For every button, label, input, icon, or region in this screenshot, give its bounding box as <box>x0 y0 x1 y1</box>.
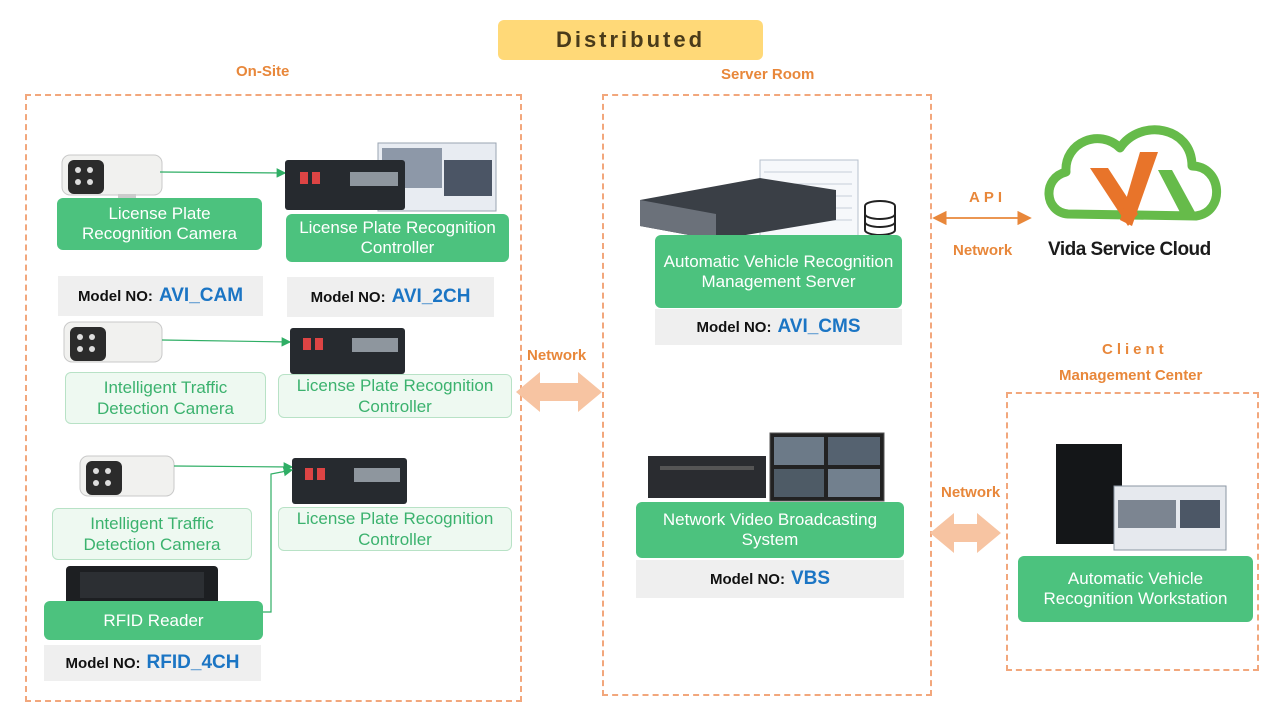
model-code: AVI_CMS <box>777 316 861 337</box>
model-prefix: Model NO: <box>77 287 153 305</box>
cloud-name: Vida Service Cloud <box>1048 239 1211 260</box>
model-prefix: Model NO: <box>696 318 772 336</box>
network-label-client: Network <box>941 484 1001 501</box>
model-rfid: Model NO: RFID_4CH <box>44 645 261 681</box>
rfid-reader-box: RFID Reader <box>44 601 263 640</box>
itd-camera-image-2 <box>79 455 175 497</box>
itd-camera-image-1 <box>63 321 163 363</box>
model-code: RFID_4CH <box>146 652 240 673</box>
vbs-box: Network Video Broadcasting System <box>636 502 904 558</box>
itd-camera-box-1: Intelligent Traffic Detection Camera <box>65 372 266 424</box>
lpr-controller-image-3 <box>292 458 407 504</box>
server-room-region <box>602 94 932 696</box>
network-arrow-client <box>930 513 1001 553</box>
network-arrow-onsite <box>516 372 602 412</box>
lpr-camera-image <box>61 154 163 202</box>
workstation-box: Automatic Vehicle Recognition Workstatio… <box>1018 556 1253 622</box>
management-center-label: Management Center <box>1059 367 1203 384</box>
lpr-controller-box-2: License Plate Recognition Controller <box>278 374 512 418</box>
model-code: AVI_CAM <box>158 285 244 306</box>
model-cam: Model NO: AVI_CAM <box>58 276 263 316</box>
cloud-icon <box>1044 125 1222 226</box>
server-room-label: Server Room <box>721 66 815 83</box>
lpr-controller-box-3: License Plate Recognition Controller <box>278 507 512 551</box>
model-prefix: Model NO: <box>65 654 141 672</box>
workstation-image <box>1056 444 1227 551</box>
model-prefix: Model NO: <box>310 288 386 306</box>
api-label: API <box>969 189 1007 206</box>
server-image <box>640 159 896 247</box>
avi-server-box: Automatic Vehicle Recognition Management… <box>655 235 902 308</box>
onsite-region <box>25 94 522 702</box>
lpr-controller-image-2 <box>290 328 405 374</box>
page-title: Distributed <box>498 20 763 60</box>
client-region <box>1006 392 1259 671</box>
model-code: VBS <box>790 568 831 589</box>
model-vbs: Model NO: VBS <box>636 560 904 598</box>
itd-camera-box-2: Intelligent Traffic Detection Camera <box>52 508 252 560</box>
lpr-controller-image-1 <box>285 142 497 212</box>
lpr-camera-box: License Plate Recognition Camera <box>57 198 262 250</box>
lpr-controller-box-1: License Plate Recognition Controller <box>286 214 509 262</box>
network-label-onsite: Network <box>527 347 587 364</box>
client-label: Client <box>1102 341 1168 358</box>
model-cms: Model NO: AVI_CMS <box>655 309 902 345</box>
model-prefix: Model NO: <box>709 570 785 588</box>
model-2ch: Model NO: AVI_2CH <box>287 277 494 317</box>
nvr-image <box>648 432 885 502</box>
onsite-label: On-Site <box>236 63 290 80</box>
rfid-reader-image <box>66 566 218 606</box>
network-label-cloud: Network <box>953 242 1013 259</box>
model-code: AVI_2CH <box>391 286 471 307</box>
